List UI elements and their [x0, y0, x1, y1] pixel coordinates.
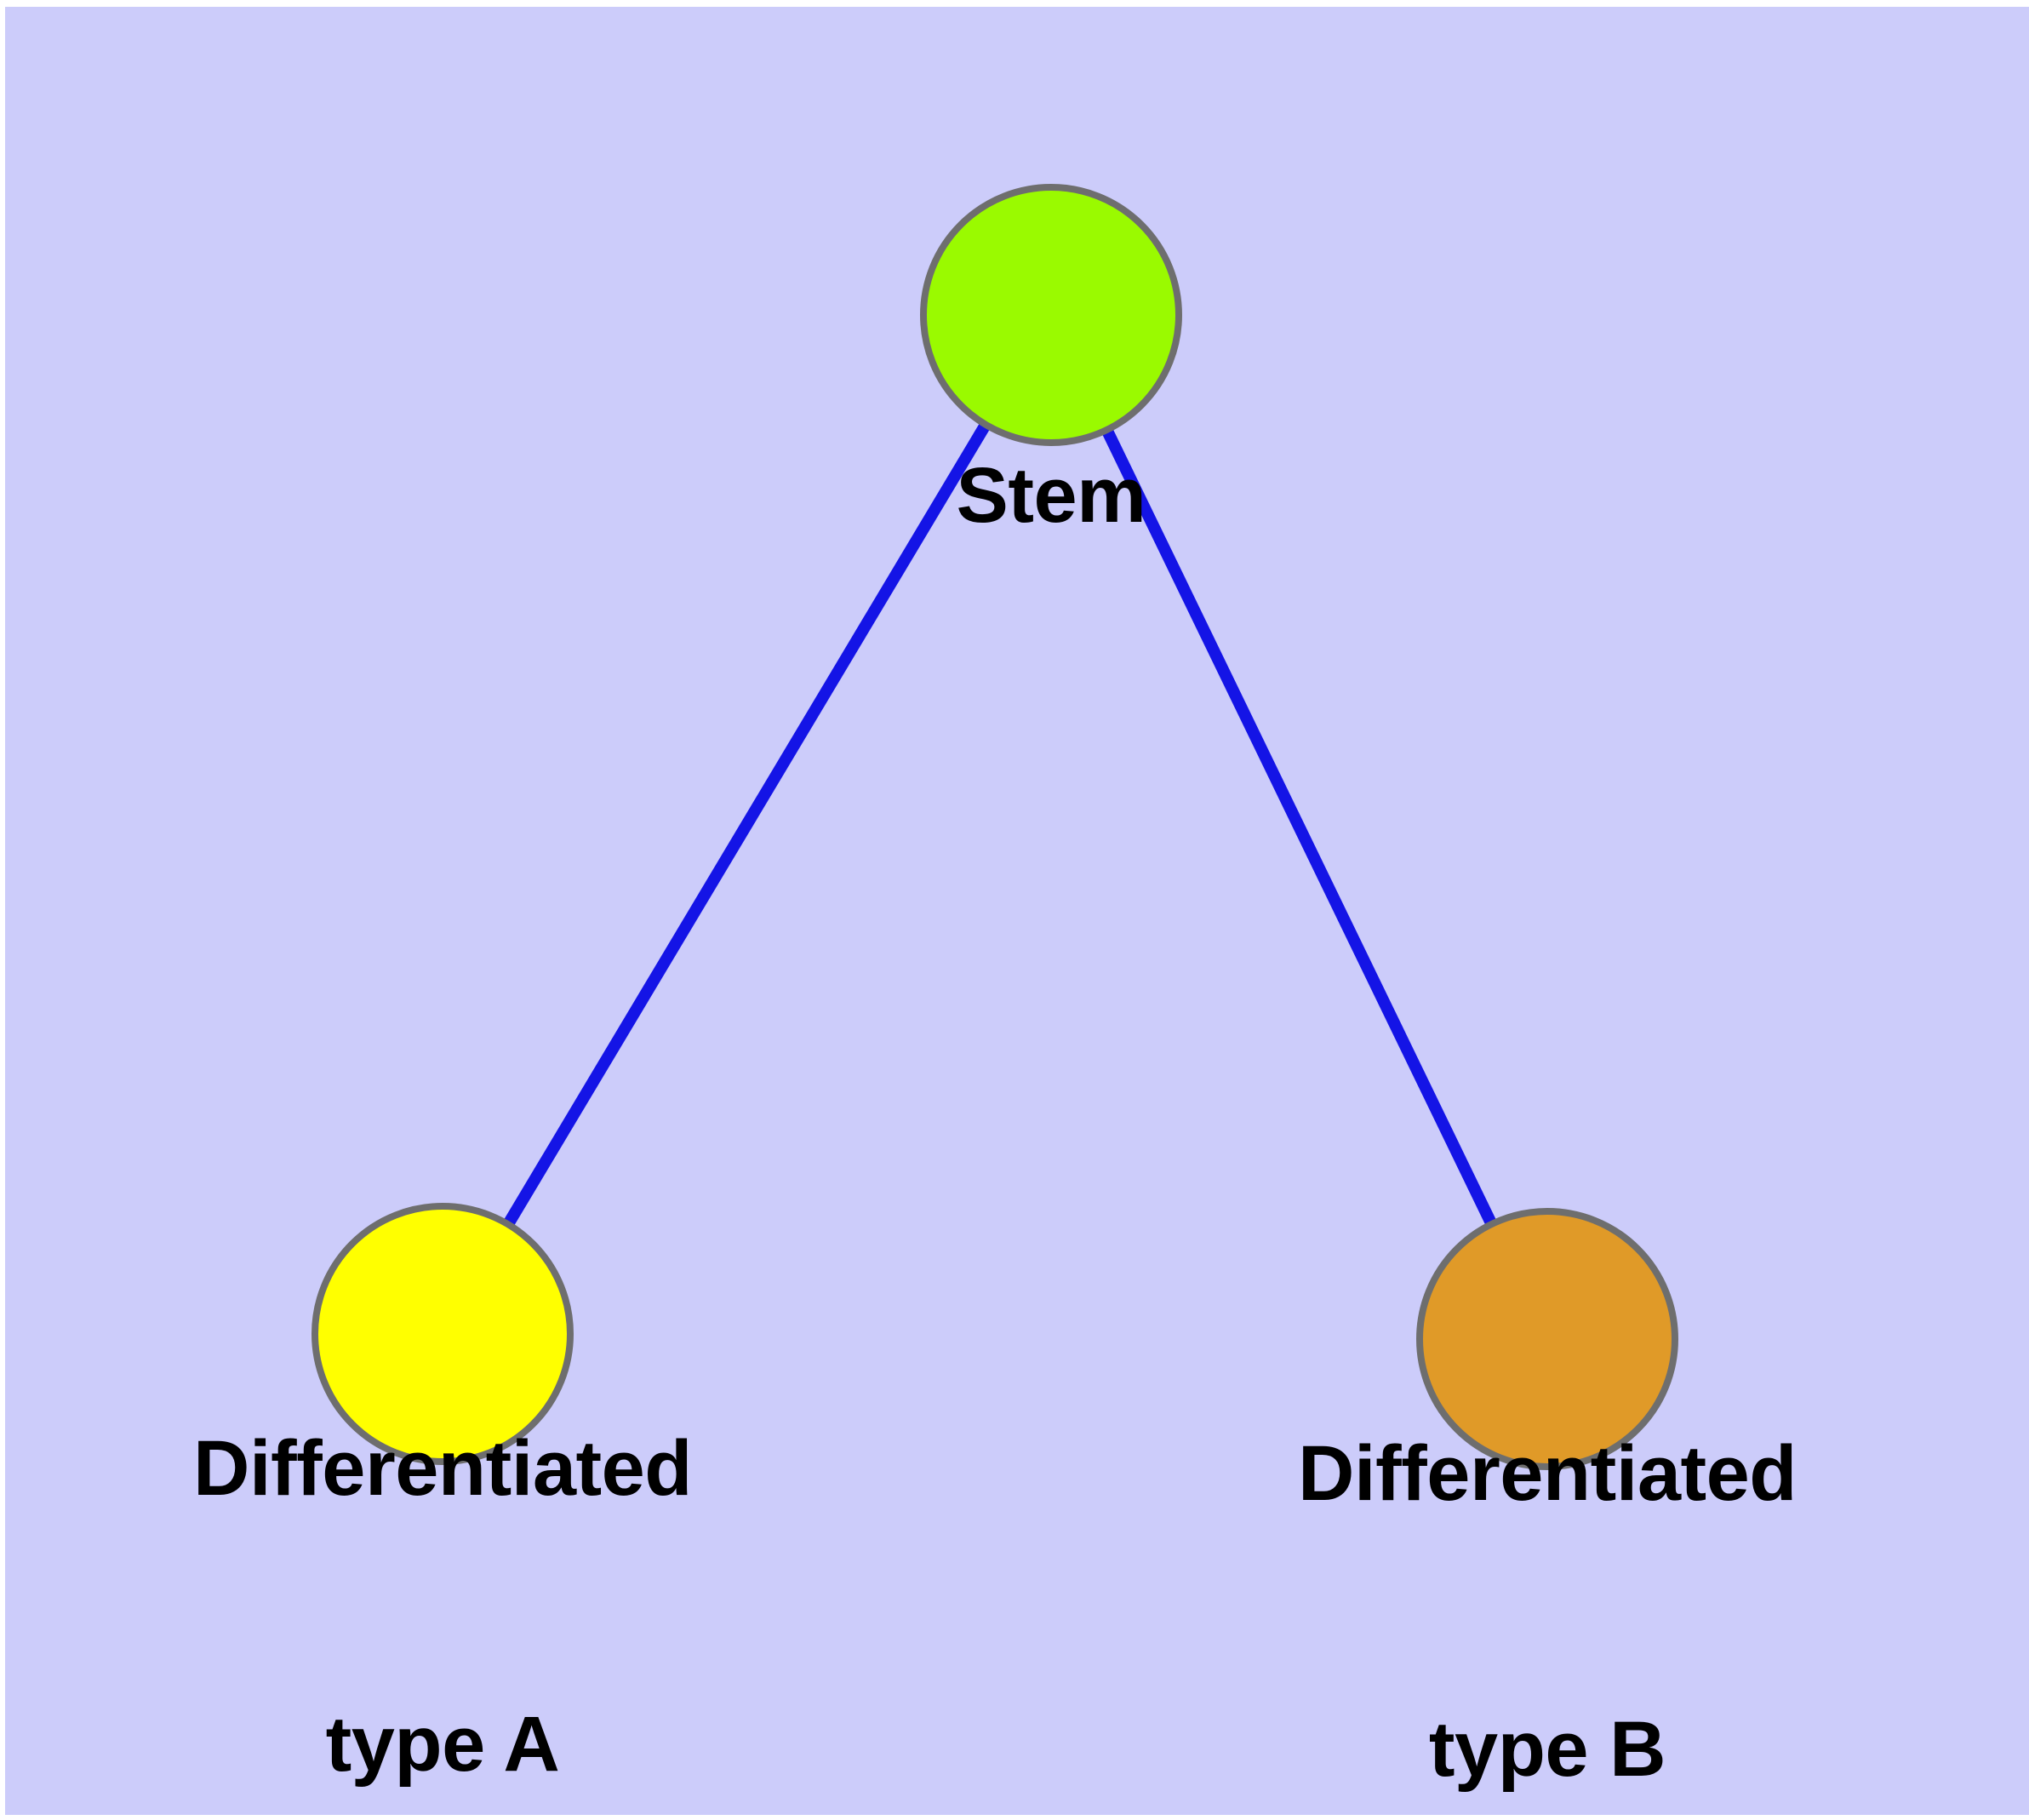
nodes-layer [311, 184, 1678, 1470]
edges-layer [437, 312, 1553, 1342]
graph-edge-stem-diff_b[interactable] [1045, 312, 1553, 1342]
graph-edge-stem-diff_a[interactable] [437, 312, 1057, 1337]
graph-node-stem[interactable] [920, 184, 1182, 446]
graph-node-diff_a[interactable] [311, 1203, 574, 1465]
graph-node-diff_b[interactable] [1416, 1208, 1678, 1470]
